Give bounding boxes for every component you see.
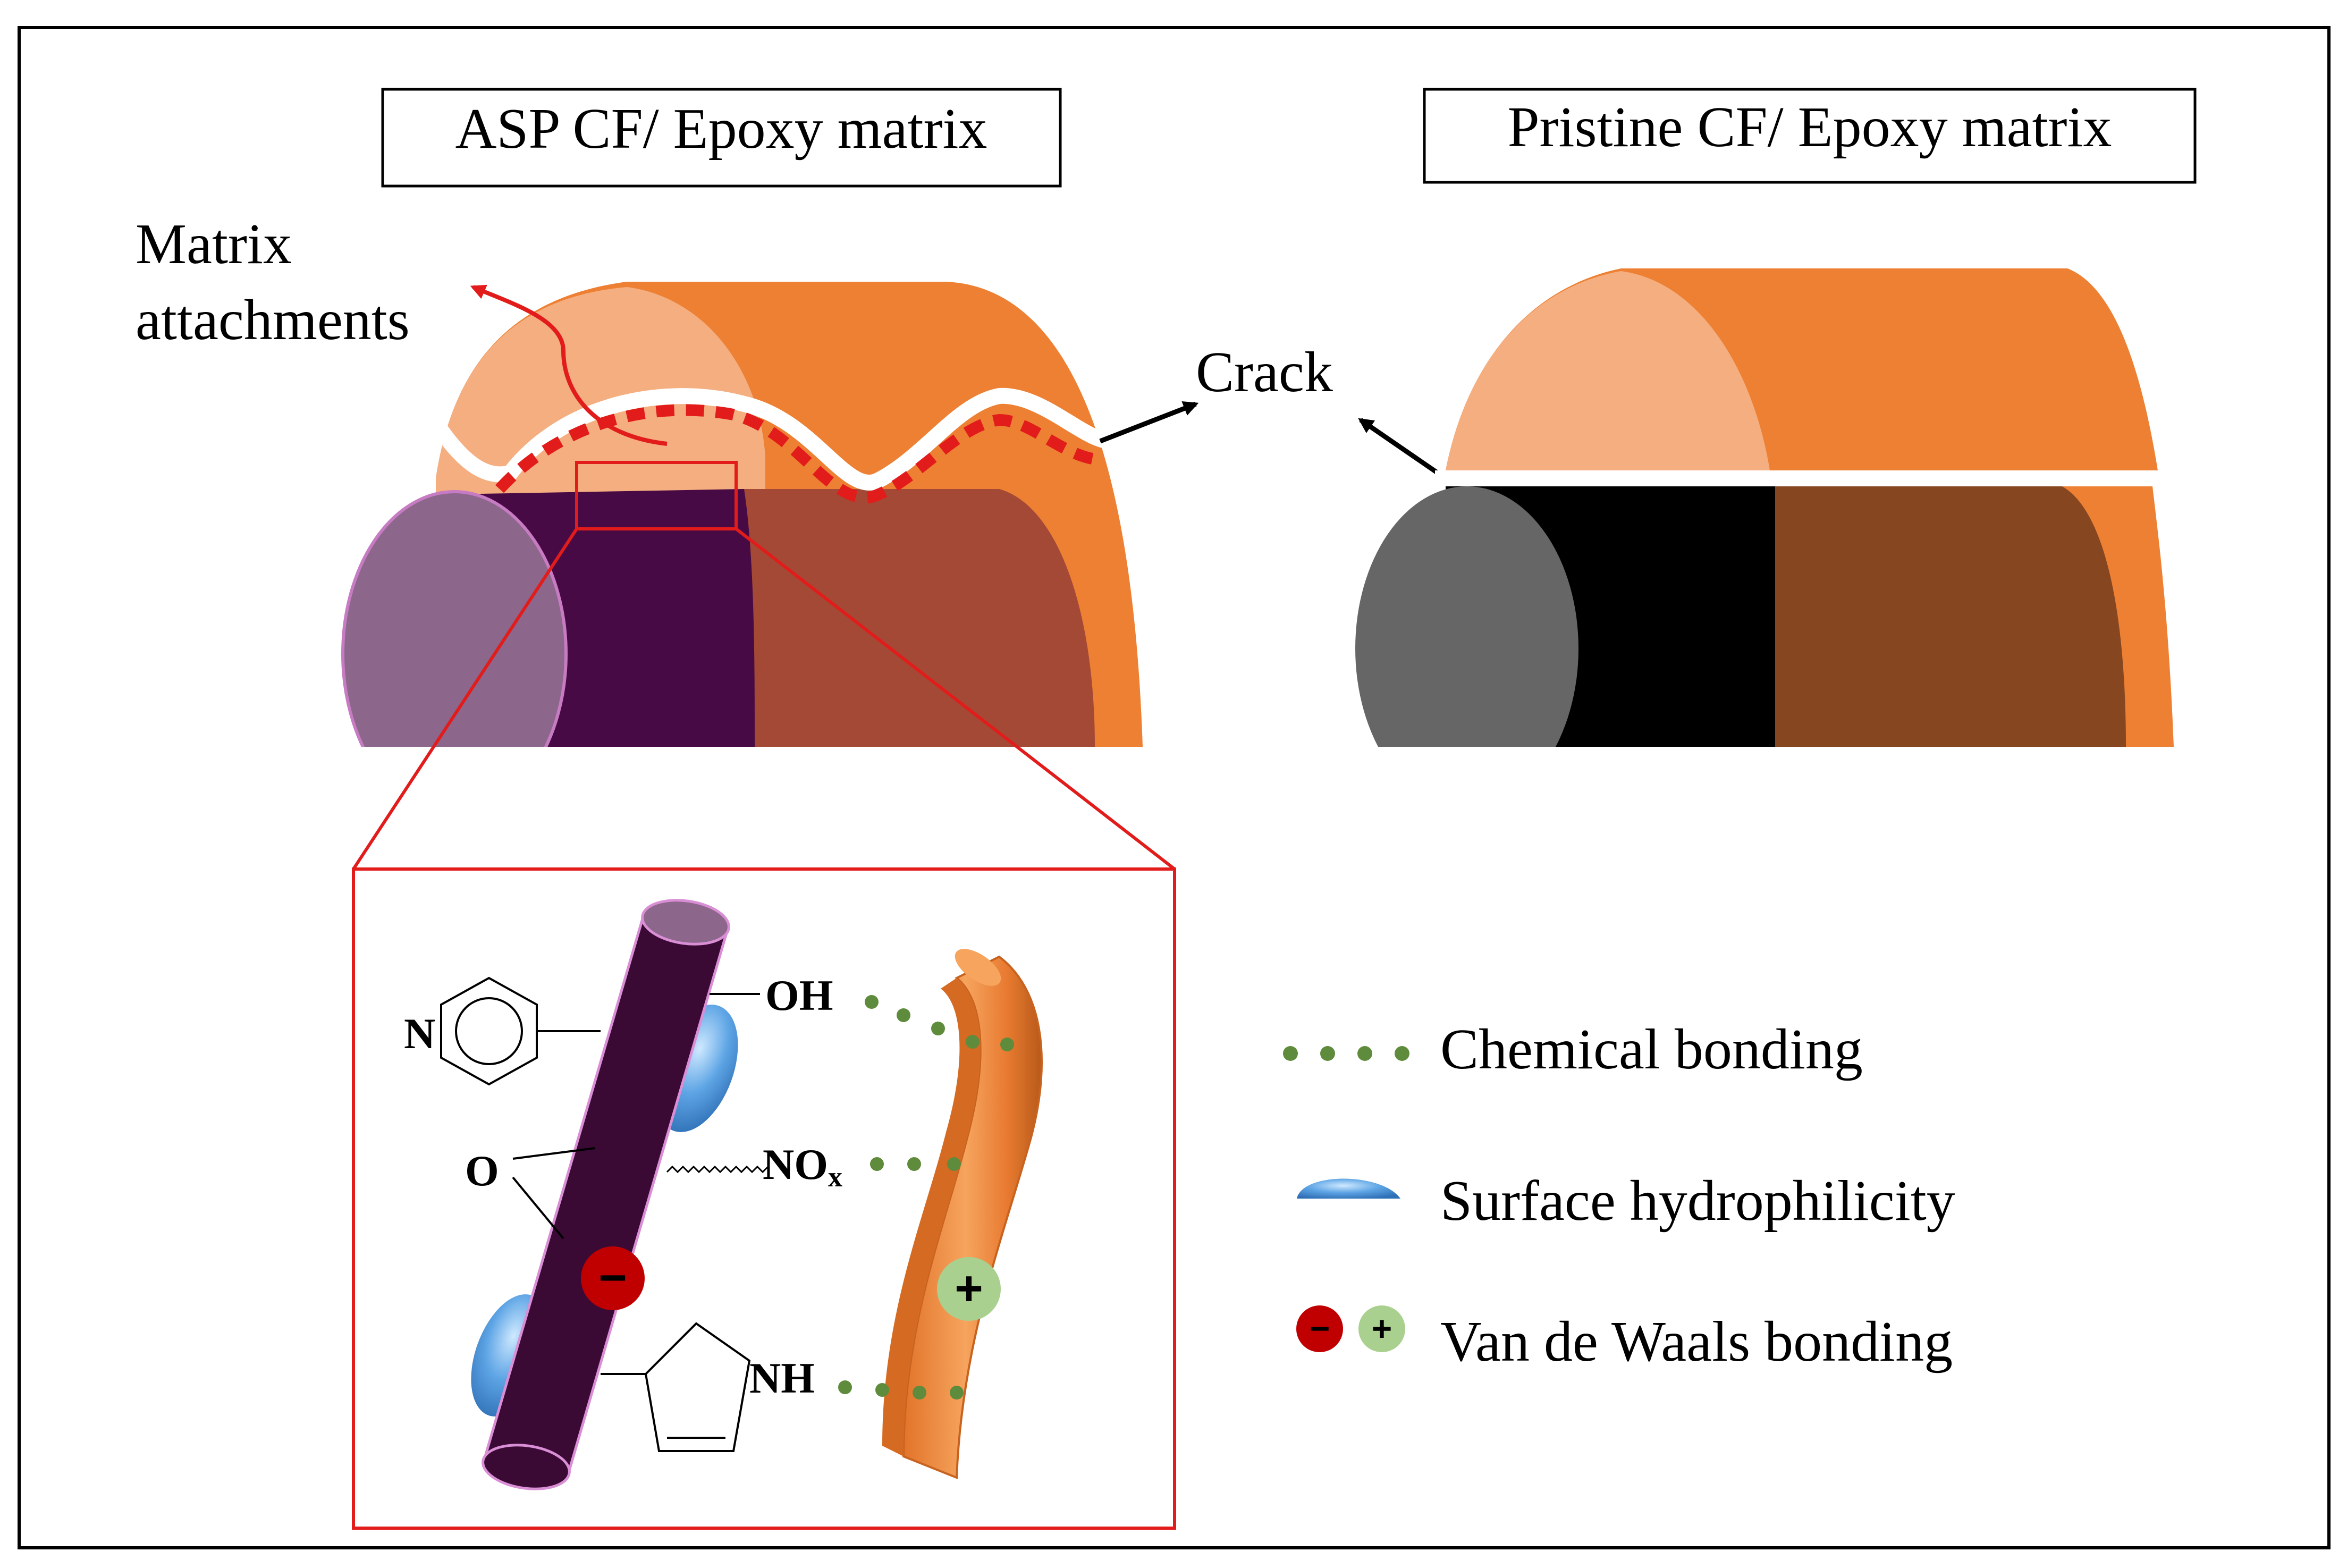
pyridine-structure — [440, 976, 601, 1086]
asp-crack-line — [433, 387, 1119, 491]
asp-fiber-embedded — [744, 489, 1095, 747]
pristine-title-box — [1423, 88, 2197, 184]
legend-chemical-label: Chemical bonding — [1440, 1018, 1863, 1081]
asp-title: ASP CF/ Epoxy matrix — [455, 97, 987, 161]
pristine-matrix-face — [1446, 271, 1770, 470]
pristine-fiber-embedded — [1770, 486, 2126, 747]
epoxide-o-label: O — [465, 1147, 499, 1195]
oh-label: OH — [765, 971, 833, 1019]
pristine-title: Pristine CF/ Epoxy matrix — [1507, 96, 2112, 159]
legend-positive-sign: + — [1372, 1309, 1392, 1348]
legend-positive-charge-icon — [1358, 1305, 1405, 1352]
crack-label: Crack — [1196, 341, 1333, 404]
legend: Chemical bonding Surface hydrophilicity … — [1283, 1018, 1955, 1373]
figure-border — [18, 26, 2331, 1549]
legend-negative-sign: − — [1310, 1309, 1330, 1348]
crack-arrow-left — [1099, 401, 1199, 444]
matrix-attachments-label-line1: Matrix — [136, 213, 292, 276]
legend-vdw-label: Van de Waals bonding — [1440, 1310, 1953, 1373]
asp-fiber-end-face — [341, 490, 568, 747]
zoom-line-left — [352, 528, 578, 870]
matrix-attachments-label-line2: attachments — [136, 289, 410, 352]
pyridine-n-label: N — [404, 1009, 435, 1058]
legend-droplet-icon — [1297, 1178, 1400, 1199]
pyrroline-structure — [601, 1322, 751, 1452]
legend-chemical-dots-icon — [1283, 1046, 1409, 1061]
asp-composite — [341, 282, 1143, 747]
inset-fiber-rod — [482, 899, 730, 1490]
positive-charge-sign: + — [955, 1261, 983, 1316]
nox-label-subscript: x — [828, 1161, 842, 1193]
pristine-fiber-end-face — [1355, 486, 1578, 747]
pristine-crack-gap — [1435, 470, 2179, 486]
inset-matrix-band — [882, 949, 1043, 1479]
asp-title-box — [381, 88, 1062, 188]
legend-hydrophilicity-label: Surface hydrophilicity — [1440, 1169, 1955, 1233]
pristine-composite — [1355, 268, 2179, 747]
negative-charge-icon — [581, 1246, 645, 1310]
epoxide-structure — [512, 1147, 596, 1240]
nh-label: NH — [749, 1354, 815, 1402]
nox-wavy-bond — [666, 1165, 769, 1174]
matrix-attachment-arrow — [470, 284, 668, 446]
legend-negative-charge-icon — [1296, 1305, 1343, 1352]
nox-label-main: NO — [763, 1140, 828, 1188]
inset-frame — [352, 867, 1176, 1530]
chemical-bond-dots — [838, 995, 1014, 1400]
zoom-line-right — [735, 527, 1176, 871]
asp-interface-dashed-line — [495, 404, 1101, 504]
crack-arrow-right — [1358, 418, 1447, 480]
nox-label: NOx — [763, 1140, 842, 1193]
positive-charge-icon — [937, 1257, 1001, 1321]
negative-charge-sign: − — [598, 1251, 627, 1305]
zoom-region-box — [575, 461, 738, 530]
